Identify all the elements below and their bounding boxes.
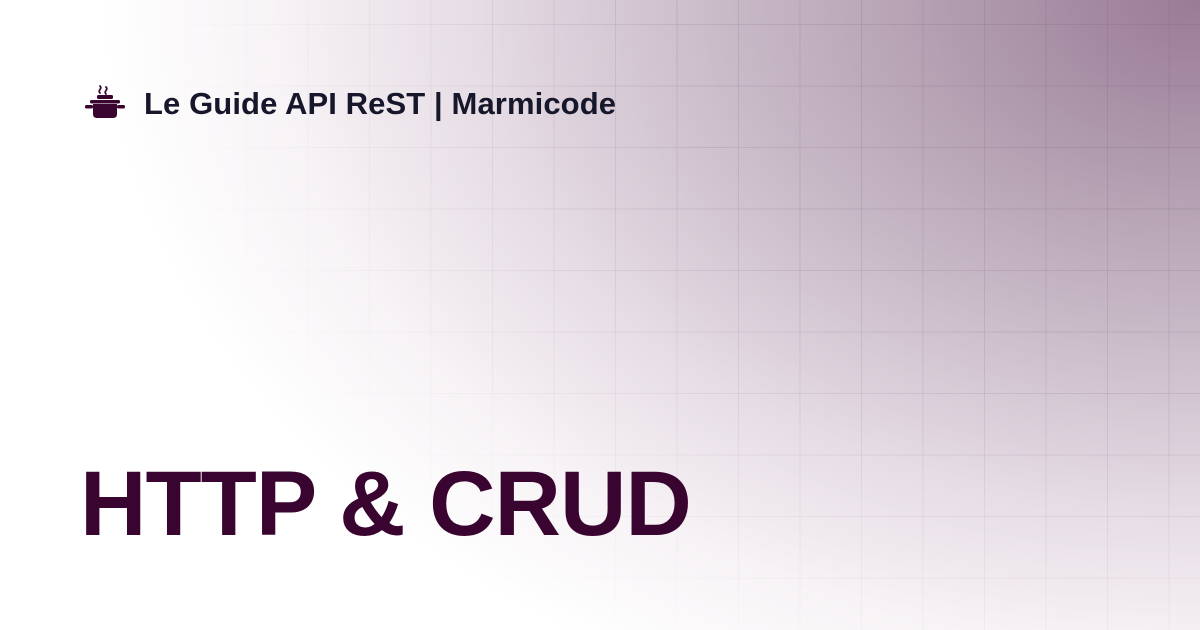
brand-header: Le Guide API ReST | Marmicode <box>84 82 616 126</box>
cooking-pot-icon <box>85 85 125 118</box>
page-title: HTTP & CRUD <box>80 453 692 555</box>
brand-title: Le Guide API ReST | Marmicode <box>144 86 617 121</box>
